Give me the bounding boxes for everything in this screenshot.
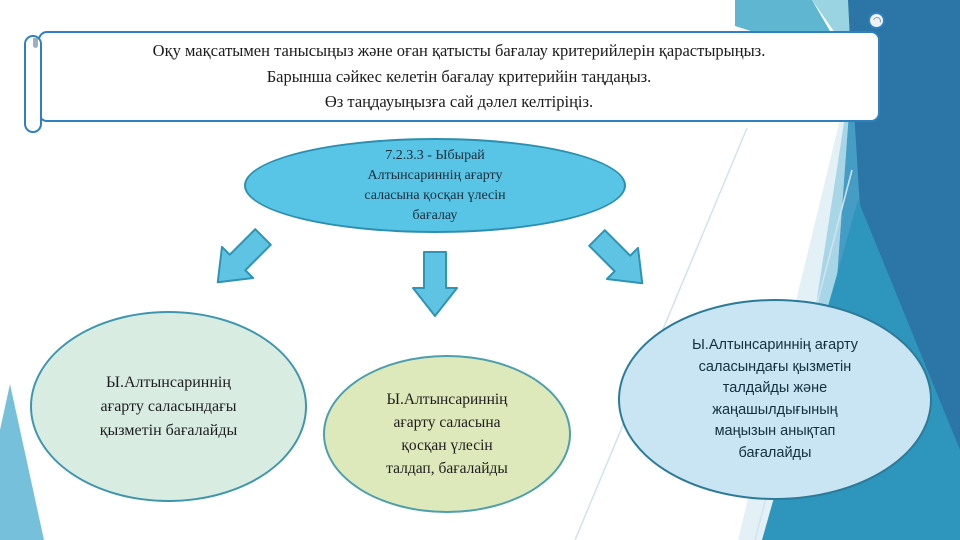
objective-line: 7.2.3.3 - Ыбырай bbox=[385, 147, 485, 163]
connector-arrows bbox=[216, 228, 644, 317]
criterion-line: саласындағы қызметін bbox=[698, 358, 852, 375]
header-scroll-banner: Оқу мақсатымен танысыңыз және оған қатыс… bbox=[38, 31, 880, 122]
bottom-left-ribbon bbox=[0, 384, 44, 540]
arrow-down-right-icon bbox=[588, 229, 644, 285]
criterion-line: талдап, бағалайды bbox=[386, 460, 508, 477]
objective-line: саласына қосқан үлесін bbox=[364, 187, 506, 203]
scroll-roll-decoration bbox=[24, 35, 42, 133]
arrow-down-icon bbox=[412, 251, 458, 317]
objective-line: Алтынсариннің ағарту bbox=[367, 167, 503, 183]
criterion-line: ағарту саласындағы bbox=[100, 397, 237, 415]
criterion-line: талдайды және bbox=[722, 380, 828, 396]
criterion-line: Ы.Алтынсариннің ағарту bbox=[691, 337, 859, 353]
instruction-line-2: Барынша сәйкес келетін бағалау критерийі… bbox=[266, 66, 652, 86]
instruction-line-1: Оқу мақсатымен танысыңыз және оған қатыс… bbox=[152, 41, 766, 61]
scroll-curl-swirl bbox=[871, 15, 882, 26]
criterion-right-text: Ы.Алтынсариннің ағарту саласындағы қызме… bbox=[692, 335, 858, 464]
criterion-line: Ы.Алтынсариннің bbox=[386, 391, 508, 408]
instruction-line-3: Өз таңдауыңызға сай дәлел келтіріңіз. bbox=[324, 92, 594, 112]
objective-ellipse: 7.2.3.3 - Ыбырай Алтынсариннің ағарту са… bbox=[244, 138, 626, 233]
criterion-line: ағарту саласына bbox=[393, 414, 501, 431]
objective-text: 7.2.3.3 - Ыбырай Алтынсариннің ағарту са… bbox=[364, 146, 505, 226]
criterion-line: маңызын анықтап bbox=[714, 423, 836, 439]
criterion-line: жаңашылдығының bbox=[712, 401, 838, 418]
scroll-roll-notch bbox=[33, 38, 38, 48]
criterion-left-text: Ы.Алтынсариннің ағарту саласындағы қызме… bbox=[100, 371, 237, 443]
objective-line: бағалау bbox=[412, 207, 458, 223]
criterion-line: қосқан үлесін bbox=[401, 437, 493, 454]
scroll-curl-icon bbox=[868, 12, 885, 29]
criterion-line: бағалайды bbox=[738, 444, 812, 461]
criterion-ellipse-left: Ы.Алтынсариннің ағарту саласындағы қызме… bbox=[30, 311, 307, 502]
criterion-line: қызметін бағалайды bbox=[99, 421, 238, 439]
arrow-down-left-icon bbox=[216, 228, 272, 284]
task-instructions: Оқу мақсатымен танысыңыз және оған қатыс… bbox=[40, 38, 878, 115]
criterion-middle-text: Ы.Алтынсариннің ағарту саласына қосқан ү… bbox=[386, 388, 508, 480]
criterion-line: Ы.Алтынсариннің bbox=[106, 373, 231, 391]
criterion-ellipse-right: Ы.Алтынсариннің ағарту саласындағы қызме… bbox=[618, 299, 932, 500]
criterion-ellipse-middle: Ы.Алтынсариннің ағарту саласына қосқан ү… bbox=[323, 355, 571, 513]
